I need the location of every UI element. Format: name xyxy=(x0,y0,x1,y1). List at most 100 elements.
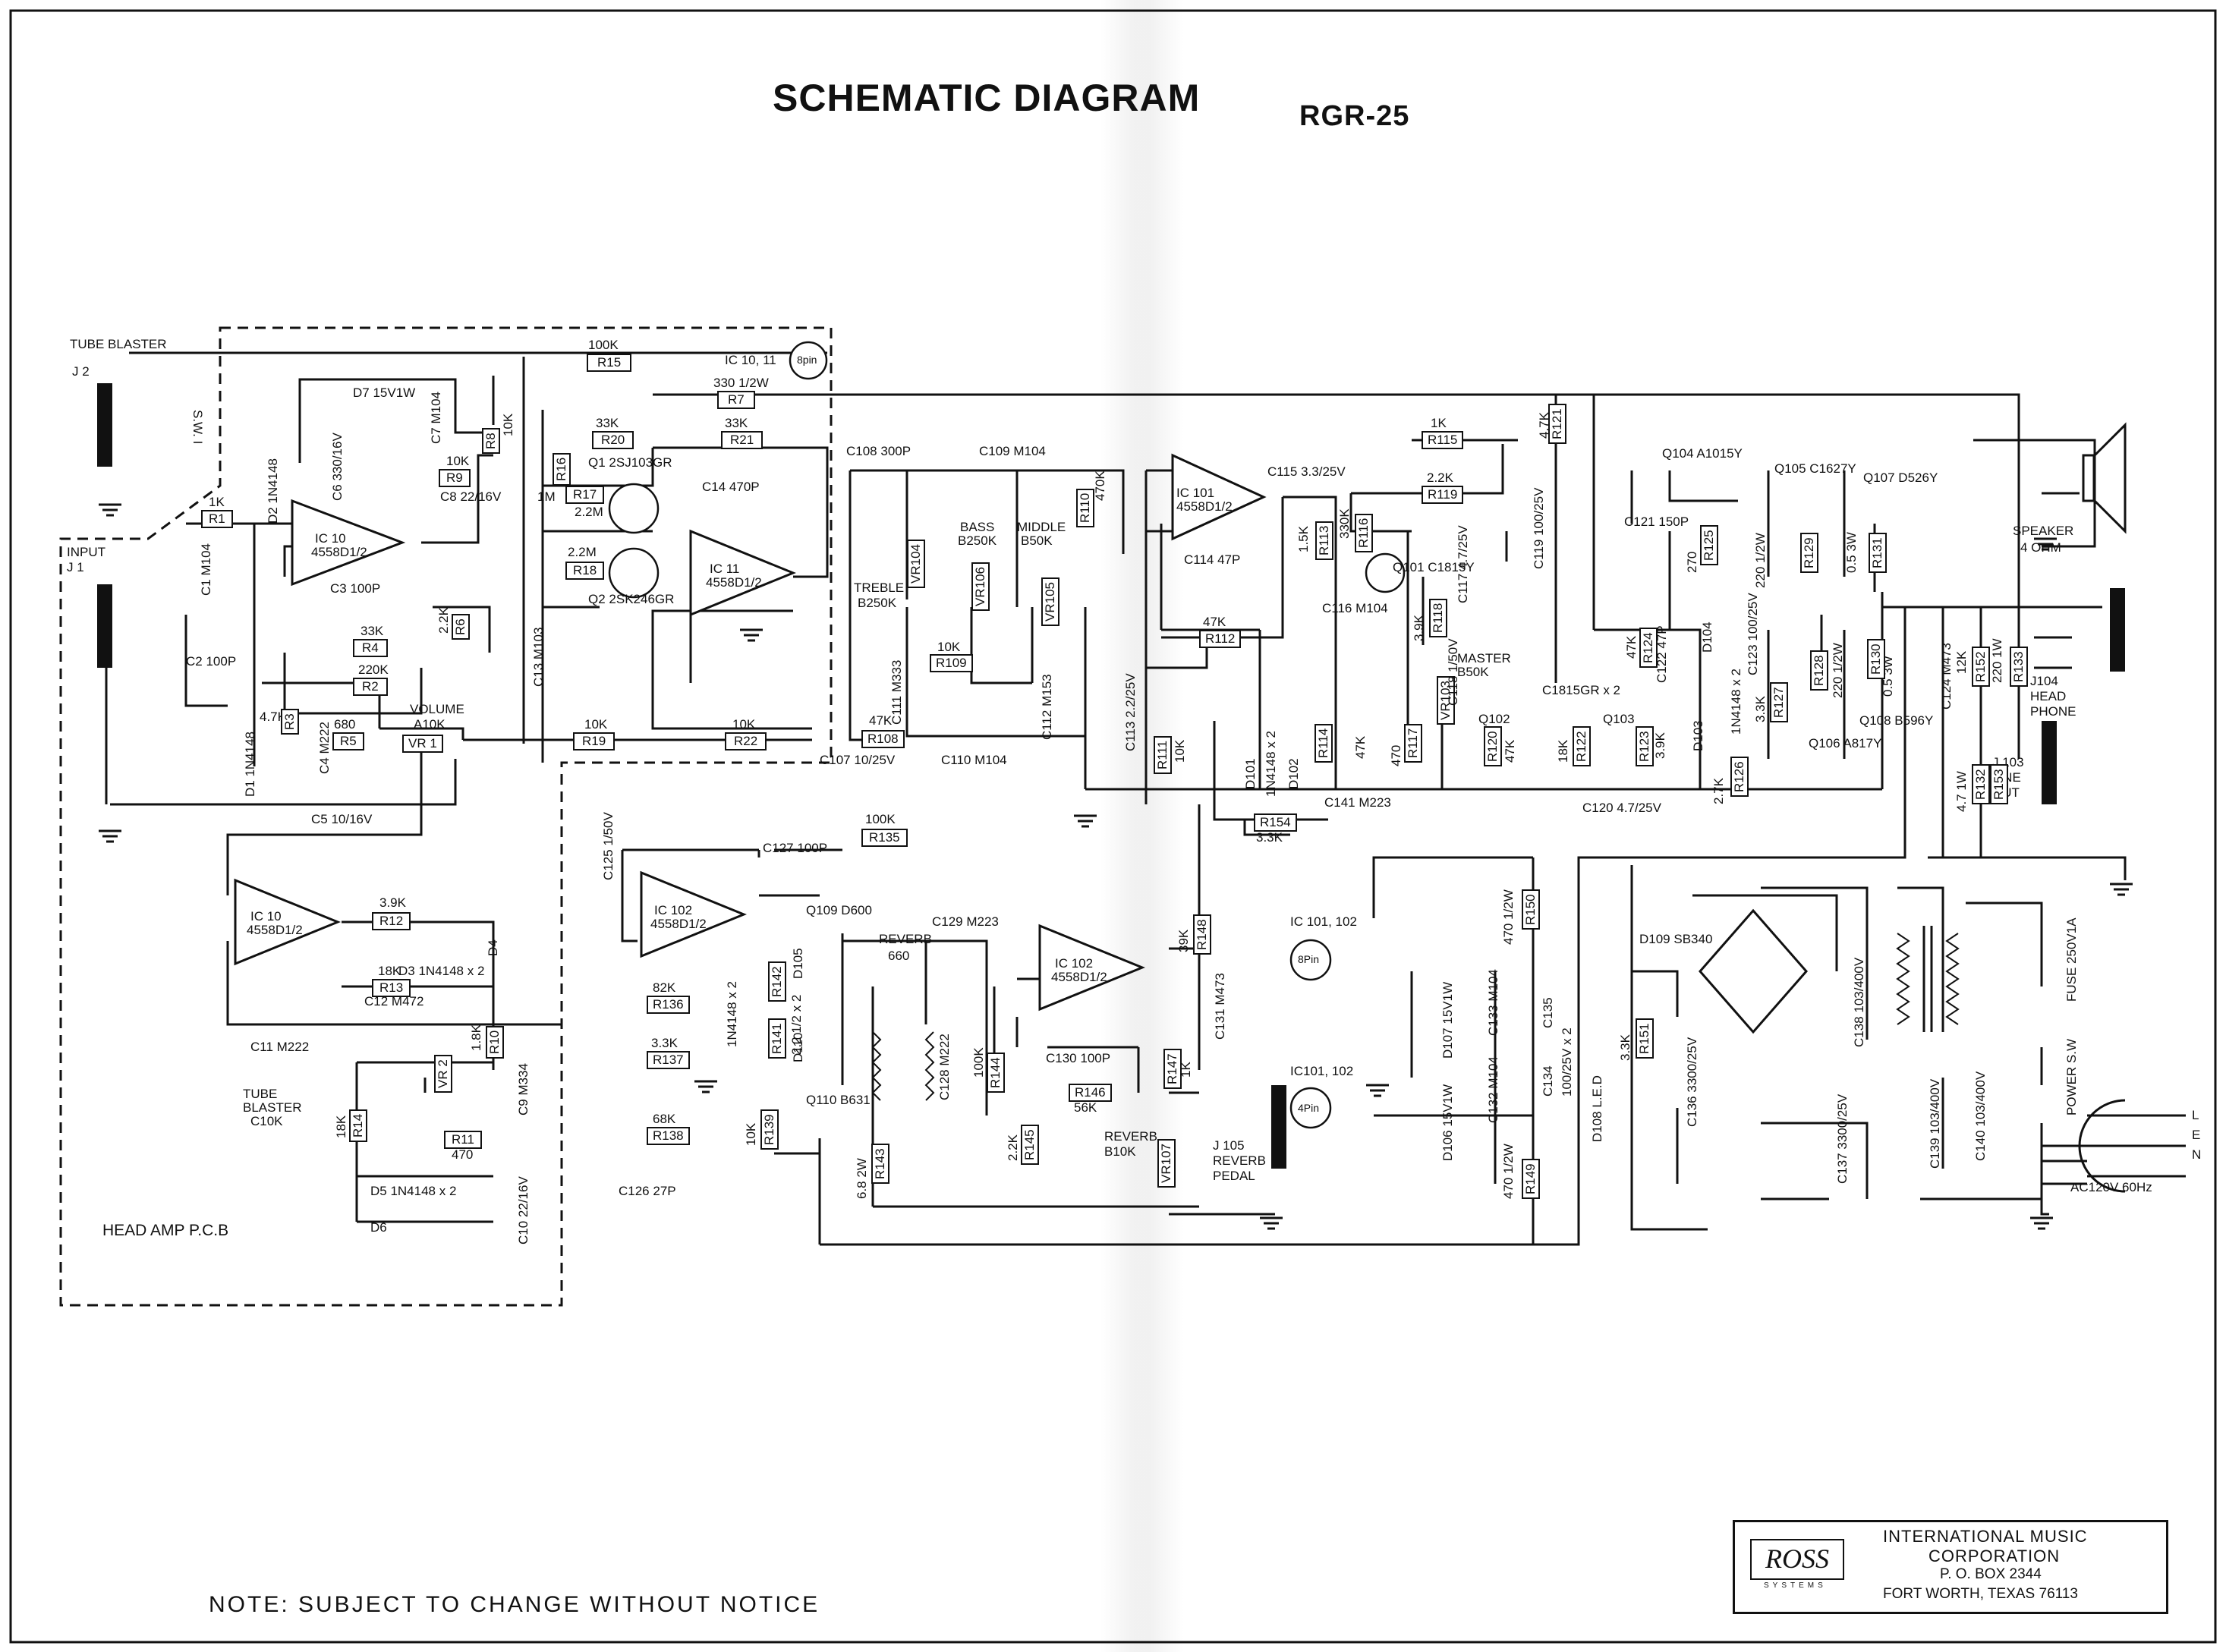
vr2-ref: VR 2 xyxy=(434,1055,452,1093)
d101-102-type: 1N4148 x 2 xyxy=(1264,731,1278,797)
label-head: HEAD xyxy=(2030,689,2067,703)
company-address-1: P. O. BOX 2344 xyxy=(1940,1566,2042,1582)
label-phone: PHONE xyxy=(2030,704,2076,719)
ic101102-8-label: IC 101, 102 xyxy=(1290,914,1357,929)
r137-ref: R137 xyxy=(647,1051,690,1069)
r154-ref: R154 xyxy=(1254,813,1297,832)
c112-label: C112 M153 xyxy=(1040,674,1054,740)
r111-value: 10K xyxy=(1173,739,1187,763)
r14-ref: R14 xyxy=(349,1109,367,1142)
company-address-2: FORT WORTH, TEXAS 76113 xyxy=(1883,1586,2078,1602)
c135-label: C135 xyxy=(1541,997,1555,1028)
d103-104-type: 1N4148 x 2 xyxy=(1729,669,1743,735)
r128-ref: R128 xyxy=(1810,650,1828,691)
q108-label: Q108 B596Y xyxy=(1859,713,1934,728)
c108-label: C108 300P xyxy=(846,444,911,458)
master-label: MASTER xyxy=(1457,651,1511,666)
r15-value: 100K xyxy=(588,338,619,352)
r1-value: 1K xyxy=(209,495,225,509)
label-ac: AC120V 60Hz xyxy=(2070,1180,2152,1194)
c134-135-value: 100/25V x 2 xyxy=(1560,1027,1574,1097)
d105-label: D105 xyxy=(791,948,805,979)
q104-label: Q104 A1015Y xyxy=(1662,446,1743,461)
r12-ref: R12 xyxy=(372,912,411,930)
r1-ref: R1 xyxy=(201,510,233,528)
q2-label: Q2 2SK246GR xyxy=(588,592,675,606)
q2-symbol xyxy=(608,547,660,599)
label-sw1: S.W. I xyxy=(190,410,205,445)
ic11-name: IC 11 xyxy=(710,562,740,576)
label-speaker-ohm: 4 OHM xyxy=(2020,540,2061,555)
vr107-ref: VR107 xyxy=(1157,1139,1176,1188)
r131-ref: R131 xyxy=(1869,533,1887,573)
r125-value: 270 xyxy=(1685,551,1699,573)
ic102b-name: IC 102 xyxy=(1055,956,1094,971)
r144-value: 100K xyxy=(971,1047,986,1078)
r141-ref: R141 xyxy=(768,1018,786,1059)
d102-label: D102 xyxy=(1286,758,1301,789)
r146-value: 56K xyxy=(1074,1100,1097,1115)
reverb-tank-value: 660 xyxy=(888,949,910,963)
q105-label: Q105 C1627Y xyxy=(1774,461,1856,476)
r152-ref: R152 xyxy=(1972,647,1990,687)
r10-ref: R10 xyxy=(486,1025,504,1059)
r15-ref: R15 xyxy=(587,354,632,372)
r16-ref: R16 xyxy=(553,452,571,486)
ic11-symbol xyxy=(689,529,796,617)
c9-label: C9 M334 xyxy=(516,1063,531,1115)
r127-ref: R127 xyxy=(1770,682,1788,722)
logo-text: ROSS xyxy=(1765,1543,1829,1574)
c139-label: C139 103/400V xyxy=(1928,1078,1942,1169)
c110-label: C110 M104 xyxy=(941,753,1007,767)
jack-j104-body xyxy=(2110,588,2125,672)
r128-value: 220 1/2W xyxy=(1831,643,1845,698)
rail-ground-left xyxy=(110,759,457,806)
r6-value: 2.2K xyxy=(436,607,451,634)
r115-value: 1K xyxy=(1431,416,1447,430)
q1-label: Q1 2SJ103GR xyxy=(588,455,672,470)
c136-label: C136 3300/25V xyxy=(1685,1037,1699,1127)
d109-label: D109 SB340 xyxy=(1639,932,1713,946)
r117-ref: R117 xyxy=(1404,723,1422,763)
ic102a-name: IC 102 xyxy=(654,903,693,917)
r153-ref: R153 xyxy=(1990,764,2008,804)
r136-value: 82K xyxy=(653,980,676,995)
tube-blaster-pot-label-2: BLASTER xyxy=(243,1100,302,1115)
rail-b-plus xyxy=(653,393,2020,607)
company-title-block: ROSS SYSTEMS INTERNATIONAL MUSIC CORPORA… xyxy=(1733,1520,2168,1614)
r139-ref: R139 xyxy=(760,1109,779,1150)
r6-ref: R6 xyxy=(452,614,470,640)
ic10a-name: IC 10 xyxy=(315,531,346,546)
middle-label: MIDDLE xyxy=(1017,520,1066,534)
c133-label: C133 M104 xyxy=(1486,969,1500,1036)
c116-label: C116 M104 xyxy=(1322,601,1388,615)
d103-label: D103 xyxy=(1691,720,1705,751)
vr105-ref: VR105 xyxy=(1041,577,1059,626)
c115-label: C115 3.3/25V xyxy=(1267,464,1346,479)
c134-label: C134 xyxy=(1541,1065,1555,1097)
r119-ref: R119 xyxy=(1422,486,1464,504)
r9-value: 10K xyxy=(446,454,470,468)
d6-label: D6 xyxy=(370,1220,387,1235)
ic101-type: 4558D1/2 xyxy=(1176,499,1233,514)
reverb-tank-label: REVERB xyxy=(879,932,932,946)
label-reverb-pedal-1: REVERB xyxy=(1213,1153,1266,1168)
volume-label: VOLUME xyxy=(410,702,464,716)
r116-ref: R116 xyxy=(1355,513,1373,552)
reverb-value: B10K xyxy=(1104,1144,1136,1159)
ic10a-symbol xyxy=(291,499,406,587)
c4-label: C4 M222 xyxy=(317,722,332,774)
c12-label: C12 M472 xyxy=(364,994,424,1009)
r21-value: 33K xyxy=(725,416,748,430)
r135-value: 100K xyxy=(865,812,896,826)
q101-label: Q101 C1815Y xyxy=(1393,560,1475,574)
c109-label: C109 M104 xyxy=(979,444,1046,458)
r125-ref: R125 xyxy=(1700,525,1718,565)
ic102a-type: 4558D1/2 xyxy=(650,917,707,931)
r132-value: 4.7 1W xyxy=(1954,771,1969,812)
r138-ref: R138 xyxy=(647,1127,690,1145)
c126-label: C126 27P xyxy=(619,1184,676,1198)
r143-ref: R143 xyxy=(871,1144,889,1184)
r4-value: 33K xyxy=(361,624,384,638)
d101-label: D101 xyxy=(1243,758,1258,789)
